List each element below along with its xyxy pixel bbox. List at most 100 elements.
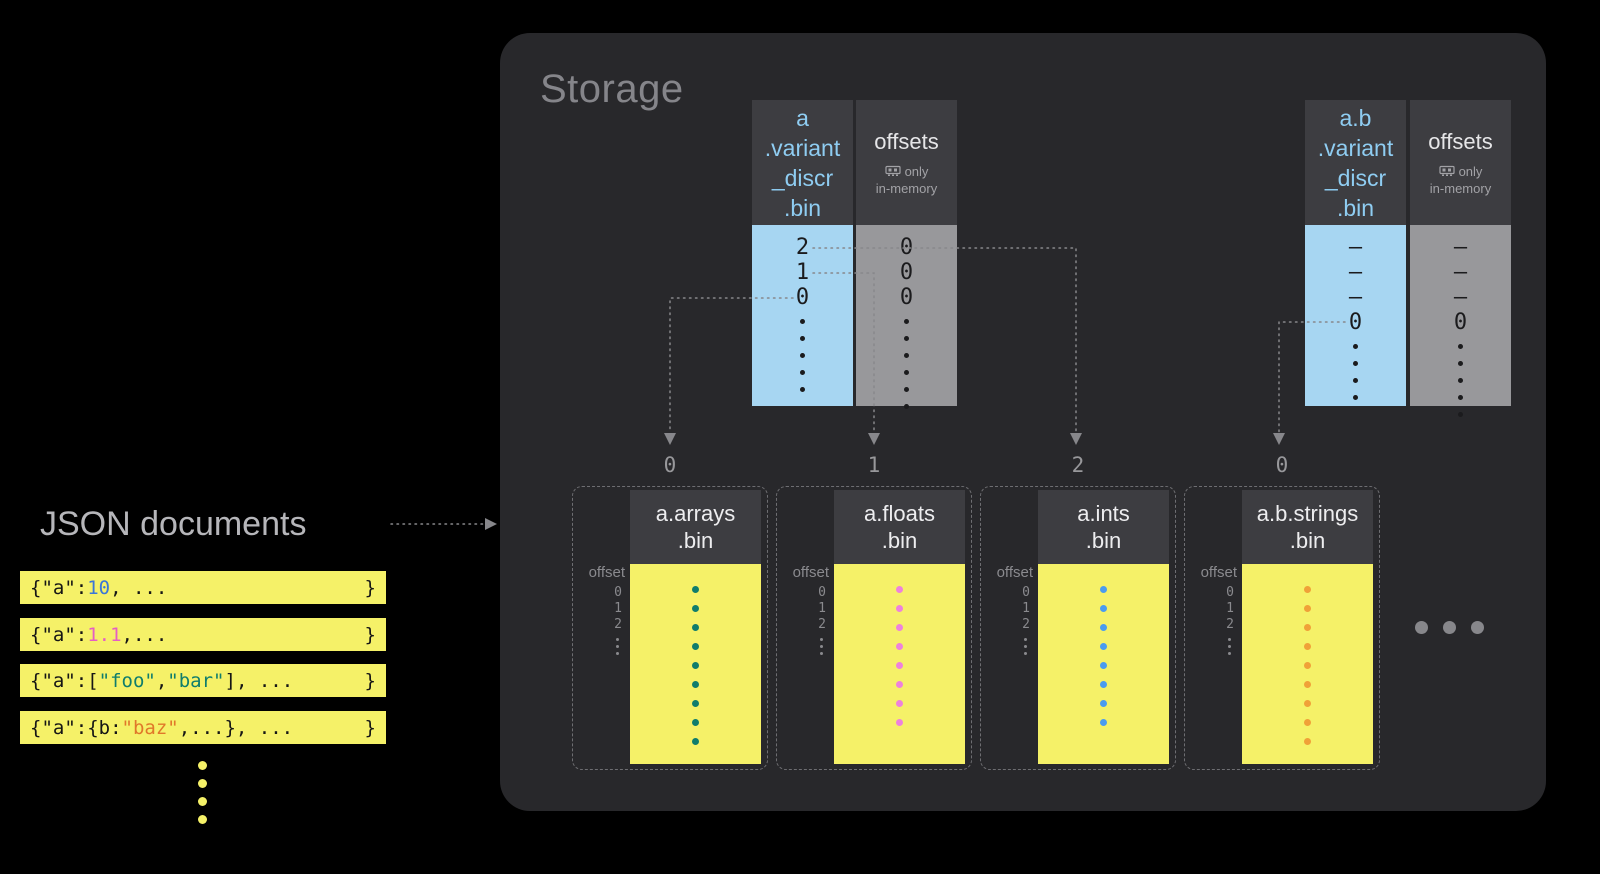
json-doc-row-int: {"a":10, ... }: [20, 571, 386, 604]
code-string-value: "foo": [98, 669, 156, 692]
column-offsets-right: offsets only in-memory – – – 0: [1410, 100, 1511, 417]
column-offsets-left-header: offsets only in-memory: [856, 100, 957, 225]
code-close-brace: }: [364, 576, 376, 599]
offset-value: 0: [1453, 310, 1468, 335]
offset-index: 0: [614, 585, 622, 600]
offset-label: offset: [792, 564, 829, 581]
code-text: , ...: [110, 576, 168, 599]
more-values-dots: [800, 319, 805, 392]
header-line: .variant: [764, 134, 841, 161]
column-offsets-left: offsets only in-memory 0 0 0: [856, 100, 957, 409]
code-text: ,...}, ...: [178, 716, 294, 739]
offset-index-column: offset 0 1 2: [777, 564, 831, 655]
offset-label: offset: [996, 564, 1033, 581]
column-ab-variant-discr-header: a.b .variant _discr .bin: [1305, 100, 1406, 225]
column-a-floats-bin: a.floats .bin: [834, 490, 965, 764]
offset-index: 0: [818, 585, 826, 600]
column-offsets-right-header: offsets only in-memory: [1410, 100, 1511, 225]
more-offsets-dots: [616, 638, 627, 655]
code-text: ,...: [121, 623, 168, 646]
offset-index: 2: [818, 617, 826, 632]
values-dots: [692, 564, 699, 764]
code-close-brace: }: [364, 623, 376, 646]
column-ab-strings-bin: a.b.strings .bin: [1242, 490, 1373, 764]
discr-value: –: [1348, 260, 1363, 285]
offset-label: offset: [1200, 564, 1237, 581]
storage-title: Storage: [540, 67, 684, 111]
shred-index-label: 0: [663, 453, 677, 477]
column-ab-variant-discr: a.b .variant _discr .bin – – – 0: [1305, 100, 1406, 406]
header-line: _discr: [771, 164, 834, 191]
column-offsets-left-values: 0 0 0: [856, 225, 957, 409]
code-text: {"a":{b:: [30, 716, 122, 739]
offsets-note: only: [884, 163, 929, 180]
more-values-dots: [1458, 344, 1463, 417]
column-a-ints-bin-values: [1038, 564, 1169, 764]
offset-value: 0: [899, 235, 914, 260]
values-dots: [1304, 564, 1311, 764]
header-line: a.b.strings: [1256, 501, 1359, 526]
json-documents-title: JSON documents: [40, 505, 307, 543]
header-line: .bin: [1085, 528, 1122, 553]
offsets-header-label: offsets: [874, 128, 939, 154]
column-ab-strings-bin-header: a.b.strings .bin: [1242, 490, 1373, 564]
discr-value: 2: [795, 235, 810, 260]
shred-index-label: 1: [867, 453, 881, 477]
header-line: .bin: [881, 528, 918, 553]
column-a-arrays-bin: a.arrays .bin: [630, 490, 761, 764]
offset-index: 0: [1022, 585, 1030, 600]
offset-index: 1: [818, 601, 826, 616]
shred-index-label: 0: [1275, 453, 1289, 477]
shred-box-ab-strings: offset 0 1 2 a.b.strings .bin: [1184, 486, 1380, 770]
column-offsets-right-values: – – – 0: [1410, 225, 1511, 417]
header-line: .bin: [1336, 194, 1375, 221]
offsets-note-word: only: [1458, 163, 1483, 179]
values-dots: [1100, 564, 1107, 764]
values-dots: [896, 564, 903, 764]
more-documents-dots: [198, 761, 207, 824]
code-text: ], ...: [224, 669, 294, 692]
memory-icon: [1438, 165, 1455, 176]
code-close-brace: }: [364, 669, 376, 692]
offset-value: –: [1453, 235, 1468, 260]
column-ab-variant-discr-values: – – – 0: [1305, 225, 1406, 406]
offsets-note: only: [1438, 163, 1483, 180]
arrowhead-right: [485, 518, 497, 530]
code-text: {"a":: [30, 623, 88, 646]
offsets-note-line2: in-memory: [1429, 180, 1492, 196]
offset-index-column: offset 0 1 2: [573, 564, 627, 655]
code-int-value: 10: [87, 576, 111, 599]
offset-index-column: offset 0 1 2: [981, 564, 1035, 655]
shred-box-a-floats: offset 0 1 2 a.floats .bin: [776, 486, 972, 770]
more-values-dots: [1353, 344, 1358, 400]
json-doc-row-object: {"a":{b:"baz",...}, ... }: [20, 711, 386, 744]
code-string-value: "bar": [167, 669, 225, 692]
column-ab-strings-bin-values: [1242, 564, 1373, 764]
more-offsets-dots: [1228, 638, 1239, 655]
header-line: a.floats: [864, 501, 935, 526]
offset-index: 2: [614, 617, 622, 632]
column-a-ints-bin-header: a.ints .bin: [1038, 490, 1169, 564]
column-a-variant-discr-header: a .variant _discr .bin: [752, 100, 853, 225]
offsets-header-label: offsets: [1428, 128, 1493, 154]
code-text: ,: [155, 669, 168, 692]
discr-value: –: [1348, 235, 1363, 260]
header-line: a.b: [1339, 104, 1372, 131]
column-a-arrays-bin-header: a.arrays .bin: [630, 490, 761, 564]
offset-value: 0: [899, 260, 914, 285]
column-a-floats-bin-values: [834, 564, 965, 764]
offset-index: 1: [614, 601, 622, 616]
column-a-arrays-bin-values: [630, 564, 761, 764]
offset-value: –: [1453, 285, 1468, 310]
header-line: a: [796, 104, 809, 131]
storage-panel: Storage a .variant _discr .bin 2 1 0 off…: [500, 33, 1546, 811]
code-text: {"a":[: [30, 669, 99, 692]
discr-value: 0: [1348, 310, 1363, 335]
json-doc-row-float: {"a":1.1,... }: [20, 618, 386, 651]
offset-index-column: offset 0 1 2: [1185, 564, 1239, 655]
shred-box-a-ints: offset 0 1 2 a.ints .bin: [980, 486, 1176, 770]
offset-index: 0: [1226, 585, 1234, 600]
more-offsets-dots: [1024, 638, 1035, 655]
offsets-note-word: only: [904, 163, 929, 179]
code-text: {"a":: [30, 576, 88, 599]
